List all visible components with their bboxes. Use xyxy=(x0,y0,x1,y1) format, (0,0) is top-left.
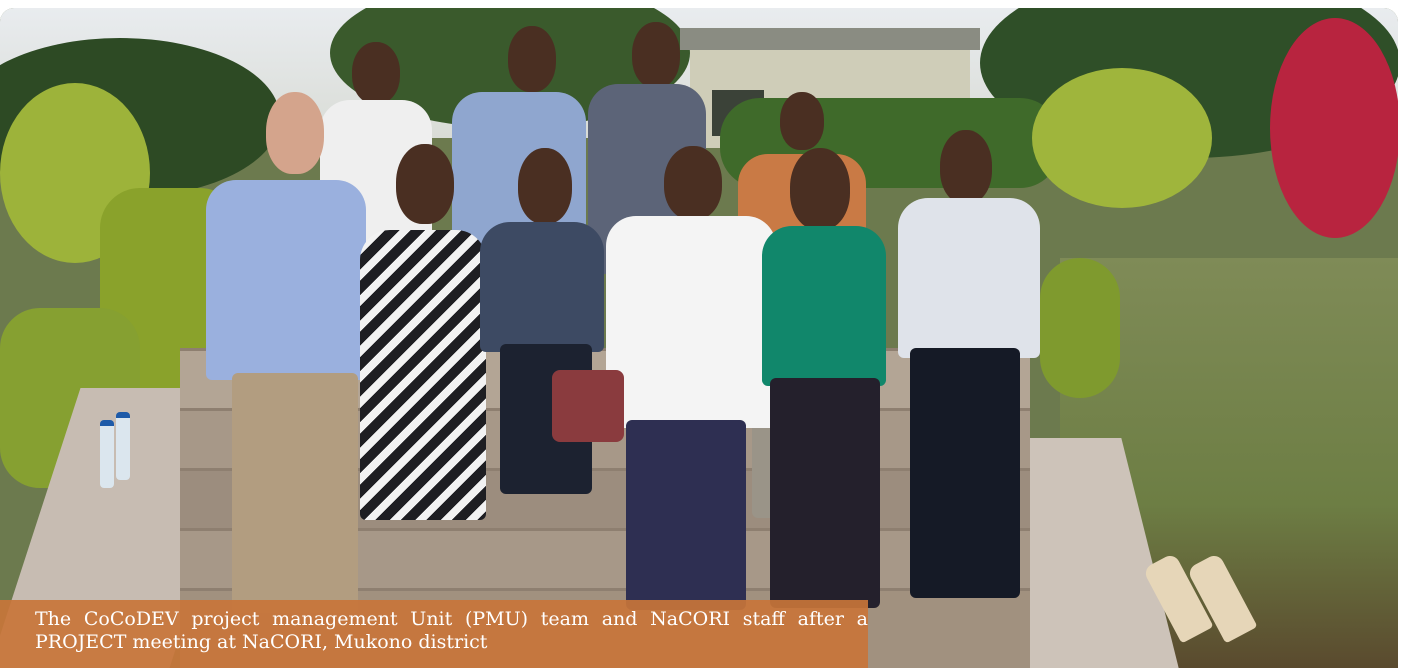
group-photo: The CoCoDEV project management Unit (PMU… xyxy=(0,8,1398,668)
water-bottle xyxy=(100,420,114,488)
shrub-right xyxy=(1040,258,1120,398)
red-plant xyxy=(1270,18,1398,238)
building-roof xyxy=(680,28,980,50)
topiary-right xyxy=(1032,68,1212,208)
photo-caption: The CoCoDEV project management Unit (PMU… xyxy=(0,600,868,668)
water-bottle xyxy=(116,412,130,480)
handbag xyxy=(552,370,624,442)
